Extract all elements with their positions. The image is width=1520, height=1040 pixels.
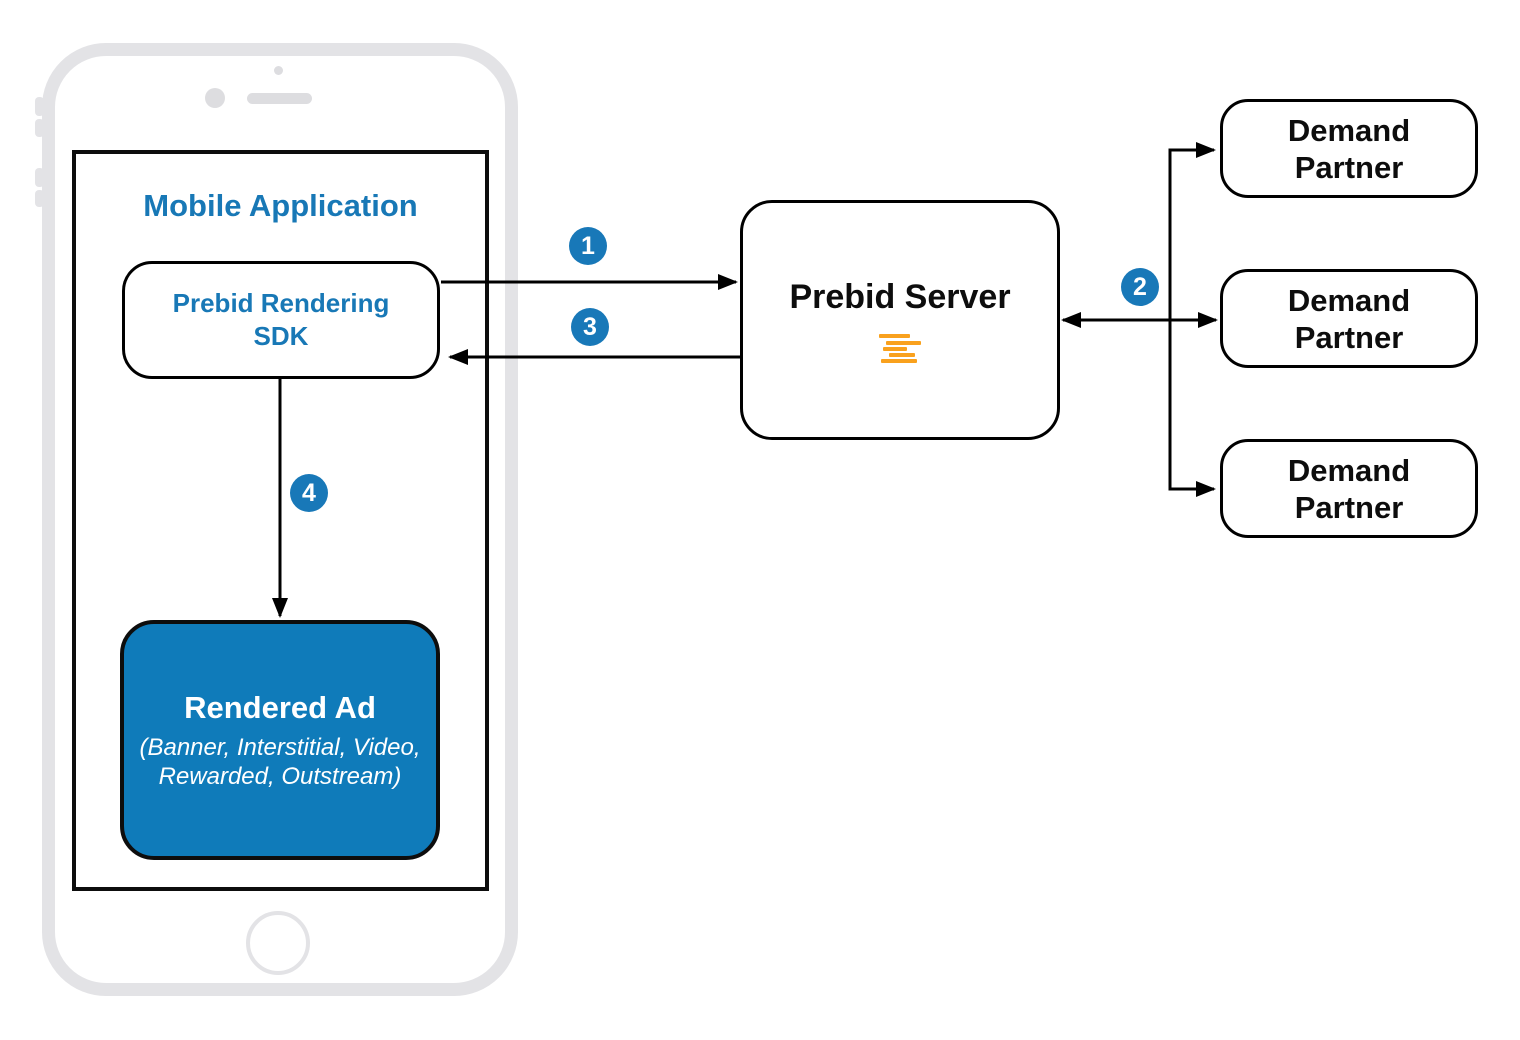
phone-mute-switch: [35, 97, 44, 116]
demand-partner-node-3: Demand Partner: [1220, 439, 1478, 538]
mobile-application-title: Mobile Application: [143, 188, 418, 223]
phone-sensor-icon: [205, 88, 225, 108]
demand-partner-label-line1: Demand: [1287, 112, 1411, 148]
rendered-ad-subtitle-line1: (Banner, Interstitial, Video,: [139, 733, 421, 761]
step-badge-2: 2: [1121, 268, 1159, 306]
rendered-ad-subtitle: (Banner, Interstitial, Video, Rewarded, …: [139, 733, 420, 791]
prebid-logo-line: [883, 346, 907, 351]
step-badge-3: 3: [571, 308, 609, 346]
demand-partner-label-line2: Partner: [1294, 489, 1404, 525]
demand-partner-label-line2: Partner: [1294, 149, 1404, 185]
prebid-logo-line: [881, 358, 917, 363]
step-badge-1: 1: [569, 227, 607, 265]
prebid-logo-line: [886, 340, 921, 345]
phone-camera-icon: [274, 66, 283, 75]
demand-partner-label-line1: Demand: [1287, 282, 1411, 318]
prebid-rendering-sdk-node: Prebid Rendering SDK: [122, 261, 440, 379]
demand-partner-label-line1: Demand: [1287, 452, 1411, 488]
phone-home-button: [246, 911, 310, 975]
demand-partner-node-1: Demand Partner: [1220, 99, 1478, 198]
demand-partner-label-line2: Partner: [1294, 319, 1404, 355]
rendered-ad-node: Rendered Ad (Banner, Interstitial, Video…: [120, 620, 440, 860]
phone-speaker-icon: [247, 93, 312, 104]
sdk-label-line1: Prebid Rendering: [172, 288, 390, 318]
prebid-server-label: Prebid Server: [789, 277, 1011, 316]
step-badge-4: 4: [290, 474, 328, 512]
phone-volume-down-button: [35, 168, 44, 187]
sdk-label-line2: SDK: [253, 321, 309, 351]
prebid-logo-line: [889, 352, 915, 357]
prebid-logo-line: [879, 333, 910, 338]
connector-branch-to-demand-partner-1: [1168, 142, 1216, 320]
phone-volume-up-button: [35, 119, 44, 137]
rendered-ad-subtitle-line2: Rewarded, Outstream): [158, 762, 402, 790]
prebid-server-node: Prebid Server: [740, 200, 1060, 440]
phone-side-button: [35, 190, 44, 207]
connector-branch-to-demand-partner-3: [1168, 320, 1216, 497]
prebid-logo-icon: [879, 333, 921, 363]
rendered-ad-title: Rendered Ad: [184, 689, 376, 725]
demand-partner-node-2: Demand Partner: [1220, 269, 1478, 368]
